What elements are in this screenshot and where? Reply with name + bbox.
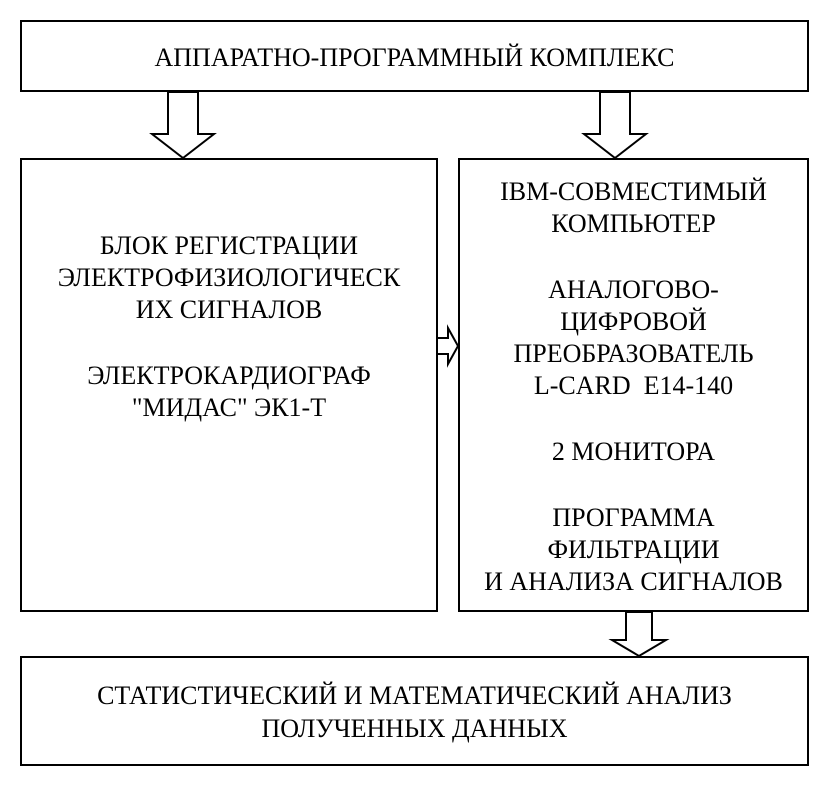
right-block-line-2: КОМПЬЮТЕР: [551, 209, 716, 238]
left-block-line-4: ЭЛЕКТРОКАРДИОГРАФ: [87, 361, 371, 390]
left-block-line-3: ИХ СИГНАЛОВ: [135, 295, 323, 324]
right-block-computer: IBM-СОВМЕСТИМЫЙ КОМПЬЮТЕР АНАЛОГОВО- ЦИФ…: [458, 158, 809, 612]
left-block-line-5: "МИДАС" ЭК1-Т: [131, 393, 327, 422]
top-block-hardware-software-complex: АППАРАТНО-ПРОГРАММНЫЙ КОМПЛЕКС: [20, 20, 809, 92]
right-block-line-9: ФИЛЬТРАЦИИ: [547, 535, 720, 564]
bottom-block-line-2: ПОЛУЧЕННЫХ ДАННЫХ: [261, 714, 568, 743]
arrow-left-to-right: [438, 324, 460, 368]
arrow-right-to-bottom: [608, 611, 670, 658]
right-block-line-4: ЦИФРОВОЙ: [560, 307, 707, 336]
left-block-line-2: ЭЛЕКТРОФИЗИОЛОГИЧЕСК: [57, 263, 401, 292]
arrow-top-to-left: [149, 91, 217, 160]
right-block-line-6: L-CARD E14-140: [533, 371, 734, 400]
bottom-block-statistical-analysis: СТАТИСТИЧЕСКИЙ И МАТЕМАТИЧЕСКИЙ АНАЛИЗ П…: [20, 656, 809, 766]
right-block-line-5: ПРЕОБРАЗОВАТЕЛЬ: [513, 339, 754, 368]
arrow-top-to-right: [581, 91, 649, 160]
left-block-signal-registration: БЛОК РЕГИСТРАЦИИ ЭЛЕКТРОФИЗИОЛОГИЧЕСК ИХ…: [20, 158, 438, 612]
right-block-line-3: АНАЛОГОВО-: [548, 275, 719, 304]
bottom-block-line-1: СТАТИСТИЧЕСКИЙ И МАТЕМАТИЧЕСКИЙ АНАЛИЗ: [97, 681, 732, 710]
top-block-title: АППАРАТНО-ПРОГРАММНЫЙ КОМПЛЕКС: [154, 43, 675, 72]
right-block-line-7: 2 МОНИТОРА: [551, 437, 716, 466]
right-block-line-8: ПРОГРАММА: [552, 503, 715, 532]
left-block-line-1: БЛОК РЕГИСТРАЦИИ: [99, 231, 359, 260]
right-block-line-10: И АНАЛИЗА СИГНАЛОВ: [484, 567, 783, 596]
right-block-line-1: IBM-СОВМЕСТИМЫЙ: [500, 177, 767, 206]
